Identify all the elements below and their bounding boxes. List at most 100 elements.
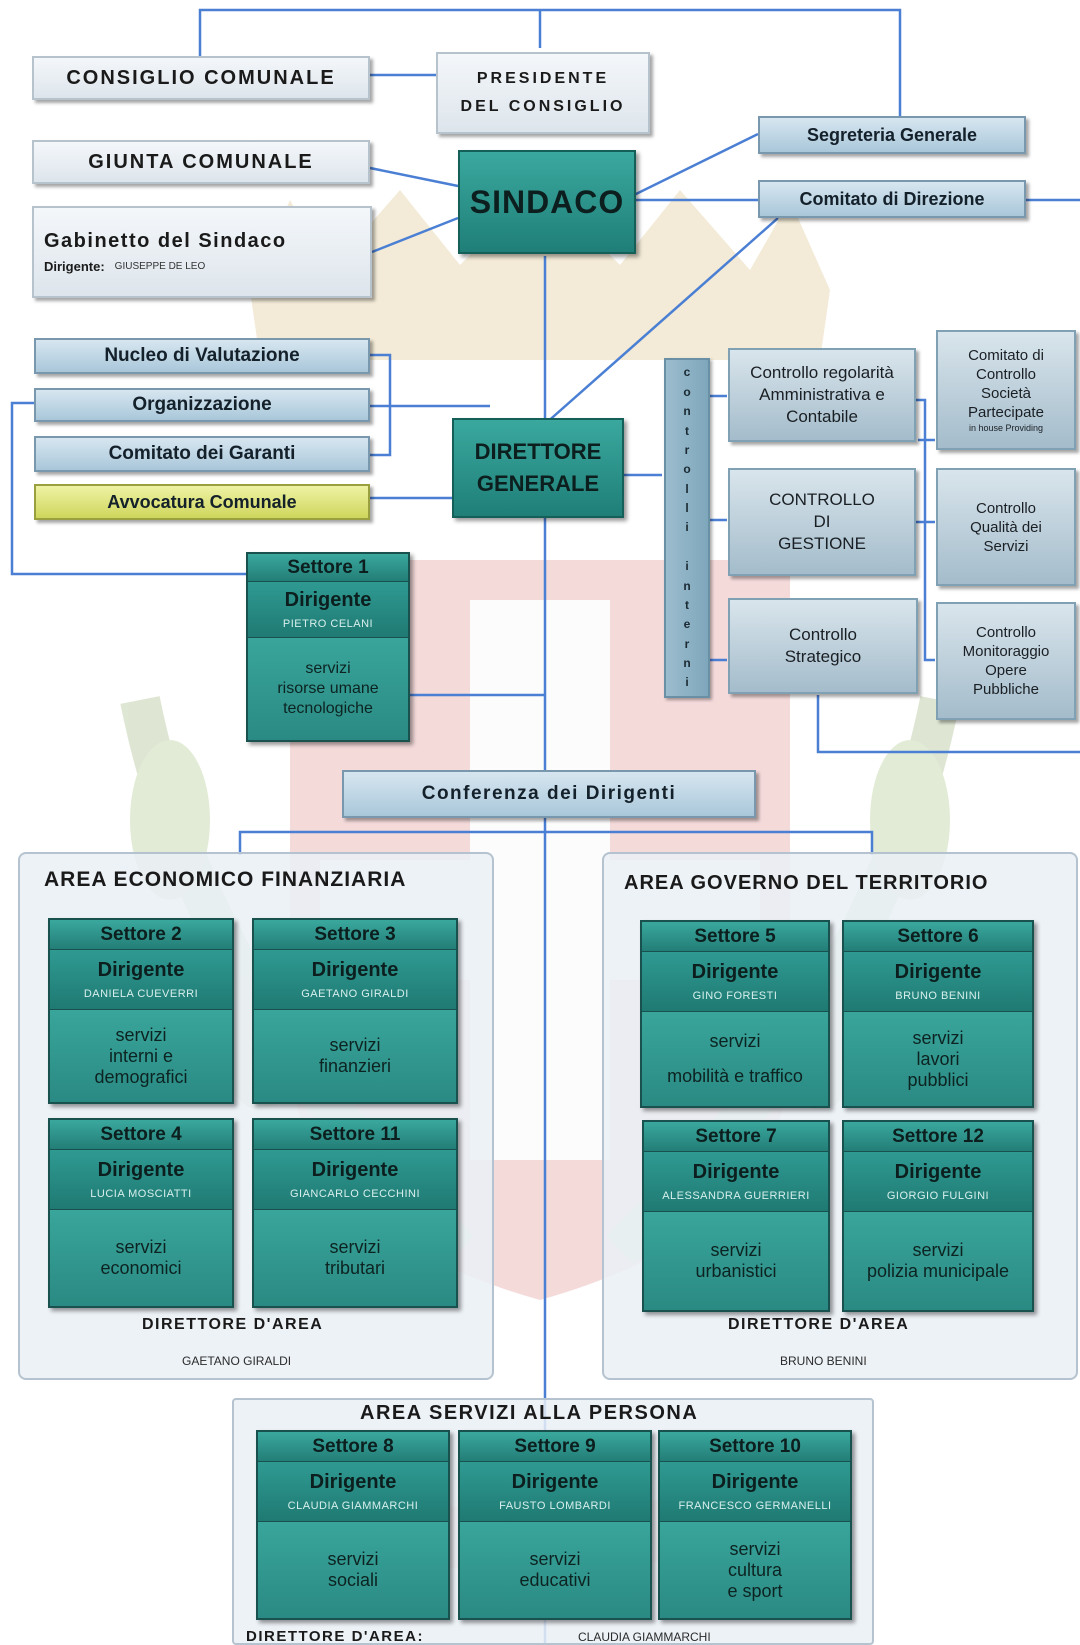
settore-11-dirigente-name: GIANCARLO CECCHINI [289, 1188, 421, 1200]
settore-1-servizi-line2: risorse umane [277, 680, 379, 697]
settore-1-dirigente-label: Dirigente [284, 589, 372, 611]
settore-12-dirigente-name: GIORGIO FULGINI [886, 1190, 990, 1202]
settore-10-dirigente-name: FRANCESCO GERMANELLI [678, 1500, 832, 1512]
settore-4-title: Settore 4 [50, 1120, 232, 1150]
settore-6-servizi-line: lavori [916, 1048, 960, 1069]
comitato-societa-box: Comitato di Controllo Società Partecipat… [936, 330, 1076, 450]
settore-11-servizi-line: servizi [329, 1237, 381, 1257]
settore-7-dirigente-name: ALESSANDRA GUERRIERI [662, 1190, 810, 1202]
controlli-interni-letter: n [683, 404, 691, 419]
settore-7-servizi-line: servizi [710, 1240, 762, 1260]
settore-3-dirigente-label: Dirigente [311, 959, 399, 981]
settore-1-dirigente-name: PIETRO CELANI [282, 618, 374, 630]
settore-8-servizi-line: sociali [327, 1570, 379, 1590]
segreteria-generale-label: Segreteria Generale [806, 124, 978, 145]
settore-6-servizi-line: pubblici [907, 1069, 969, 1090]
controlli-interni-letter: i [685, 675, 689, 690]
gabinetto-dirigente-name: GIUSEPPE DE LEO [114, 261, 206, 272]
controlli-interni-letter: i [685, 520, 689, 535]
gabinetto-title: Gabinetto del Sindaco [44, 230, 287, 252]
settore-10-dirigente-label: Dirigente [711, 1471, 799, 1493]
comitato-direzione-label: Comitato di Direzione [799, 188, 985, 209]
qualita-line2: Qualità dei [970, 518, 1042, 536]
settore-10-servizi-line: e sport [727, 1580, 783, 1601]
gabinetto-sindaco-box: Gabinetto del Sindaco Dirigente: GIUSEPP… [32, 206, 372, 298]
gabinetto-dirigente-label: Dirigente: [44, 259, 105, 274]
regolarita-line3: Contabile [786, 407, 858, 426]
settore-10-servizi-line: servizi [729, 1538, 781, 1559]
settore-12-dirigente-label: Dirigente [894, 1161, 982, 1183]
settore-1-title: Settore 1 [248, 554, 408, 582]
settore-6-dirigente-label: Dirigente [894, 961, 982, 983]
controlli-interni-letter: r [684, 636, 690, 651]
settore-2-title: Settore 2 [50, 920, 232, 950]
area-persona-title: AREA SERVIZI ALLA PERSONA [360, 1402, 699, 1424]
controlli-interni-letter: l [685, 481, 689, 496]
regolarita-line2: Amministrativa e [759, 385, 885, 404]
sindaco-label: SINDACO [469, 183, 625, 220]
gestione-line2: DI [813, 512, 831, 531]
settore-2-dirigente-name: DANIELA CUEVERRI [83, 988, 199, 1000]
consiglio-comunale-box: CONSIGLIO COMUNALE [32, 56, 370, 100]
area-persona-direttore-name: CLAUDIA GIAMMARCHI [578, 1630, 711, 1644]
area-economico-direttore-name: GAETANO GIRALDI [182, 1354, 292, 1368]
nucleo-valutazione-box: Nucleo di Valutazione [34, 338, 370, 374]
settore-8-servizi-line: servizi [327, 1549, 379, 1569]
organizzazione-box: Organizzazione [34, 388, 370, 422]
settore-8-dirigente-label: Dirigente [309, 1471, 397, 1493]
area-economico-title: AREA ECONOMICO FINANZIARIA [44, 868, 407, 891]
settore-4-dirigente-label: Dirigente [97, 1159, 185, 1181]
controlli-interni-letter: r [684, 442, 690, 457]
settore-9-servizi-line: educativi [519, 1570, 591, 1590]
nucleo-valutazione-label: Nucleo di Valutazione [104, 345, 300, 366]
controlli-interni-letter: c [683, 365, 691, 380]
controlli-interni-letter: l [685, 501, 689, 515]
comitato-garanti-box: Comitato dei Garanti [34, 436, 370, 472]
avvocatura-comunale-label: Avvocatura Comunale [107, 491, 297, 512]
settore-9-dirigente-label: Dirigente [511, 1471, 599, 1493]
settore-4-servizi-line: servizi [115, 1237, 167, 1257]
settore-5-dirigente-name: GINO FORESTI [692, 990, 778, 1002]
societa-line4: Partecipate [968, 404, 1044, 421]
settore-8-title: Settore 8 [258, 1432, 448, 1462]
settore-1-servizi: servizi risorse umane tecnologiche [248, 638, 408, 740]
societa-line1: Comitato di [968, 347, 1044, 364]
comitato-direzione-box: Comitato di Direzione [758, 180, 1026, 218]
area-persona-direttore-label: DIRETTORE D'AREA: [246, 1628, 424, 1645]
controlli-interni-letter: o [683, 462, 691, 477]
qualita-line3: Servizi [983, 537, 1029, 555]
opere-line4: Pubbliche [973, 681, 1039, 698]
presidente-line1: PRESIDENTE [476, 70, 610, 87]
settore-9-dirigente-name: FAUSTO LOMBARDI [499, 1500, 611, 1512]
controllo-regolarita-box: Controllo regolarità Amministrativa e Co… [728, 348, 916, 442]
settore-1-servizi-line1: servizi [305, 660, 351, 677]
qualita-line1: Controllo [975, 499, 1037, 517]
settore-3-dirigente-name: GAETANO GIRALDI [301, 988, 409, 1000]
settore-12-servizi-line: polizia municipale [866, 1261, 1010, 1281]
settore-1-servizi-line3: tecnologiche [283, 700, 373, 717]
giunta-comunale-box: GIUNTA COMUNALE [32, 140, 370, 184]
giunta-comunale-label: GIUNTA COMUNALE [88, 150, 314, 173]
settore-2-servizi-line: interni e [108, 1045, 174, 1066]
settore-2-servizi-line: servizi [115, 1024, 167, 1045]
settore-6-servizi-line: servizi [912, 1027, 964, 1048]
